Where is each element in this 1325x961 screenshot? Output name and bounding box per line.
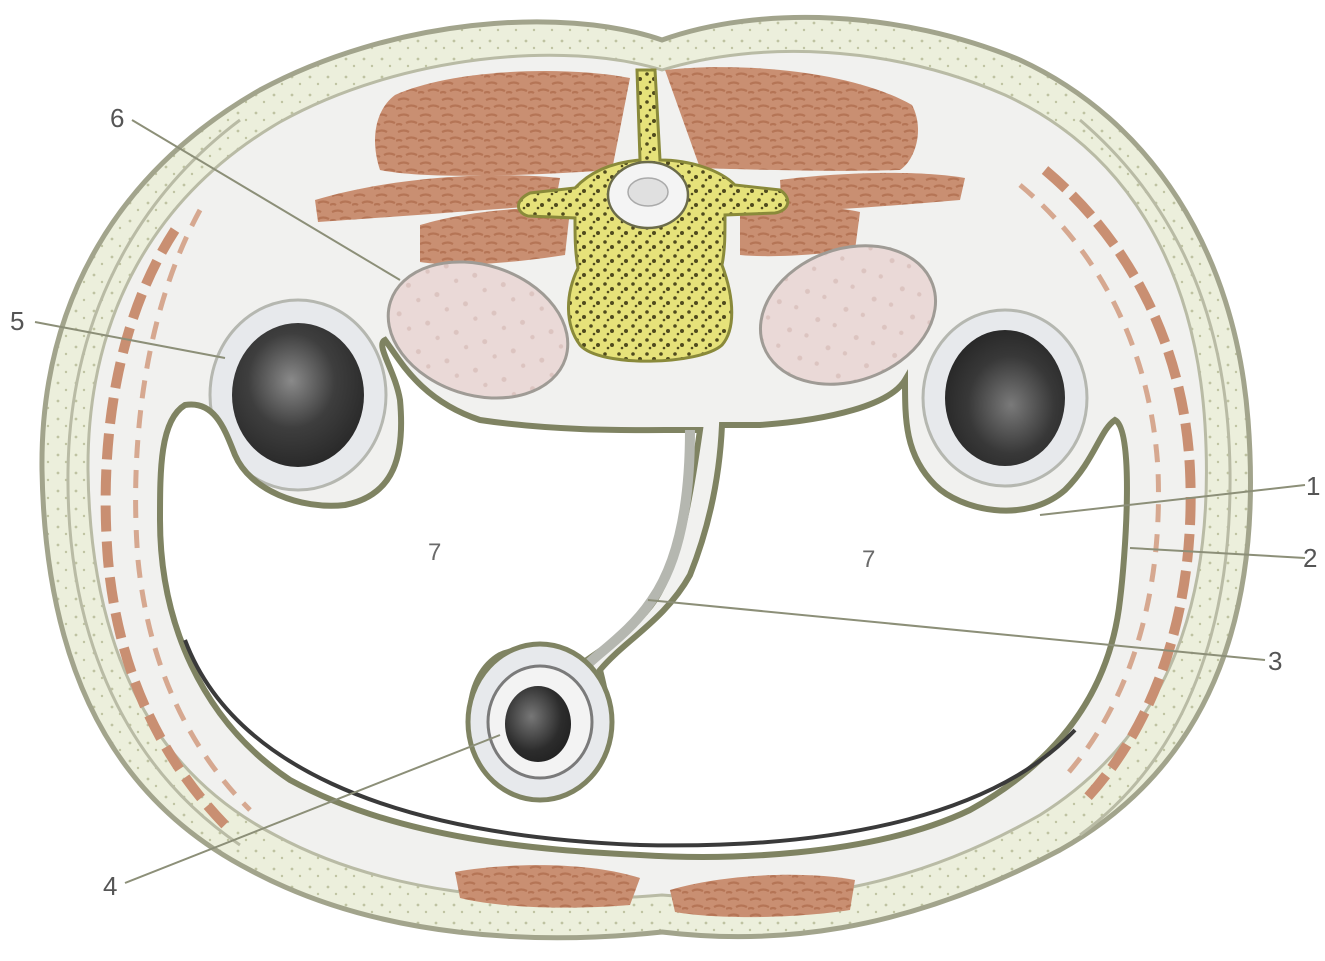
label-6: 6 — [110, 103, 124, 133]
label-1: 1 — [1306, 471, 1320, 501]
suspended-organ — [468, 644, 612, 800]
organ-lumen — [505, 686, 571, 762]
label-4: 4 — [103, 871, 117, 901]
vessel-right-lumen — [945, 330, 1065, 466]
spinal-cord — [628, 178, 668, 206]
label-3: 3 — [1268, 646, 1282, 676]
muscle-ventral-left — [455, 865, 640, 908]
label-7-left: 7 — [428, 539, 441, 566]
label-5: 5 — [10, 306, 24, 336]
label-2: 2 — [1303, 543, 1317, 573]
label-7-right: 7 — [862, 546, 875, 573]
vessel-left-lumen — [232, 323, 364, 467]
